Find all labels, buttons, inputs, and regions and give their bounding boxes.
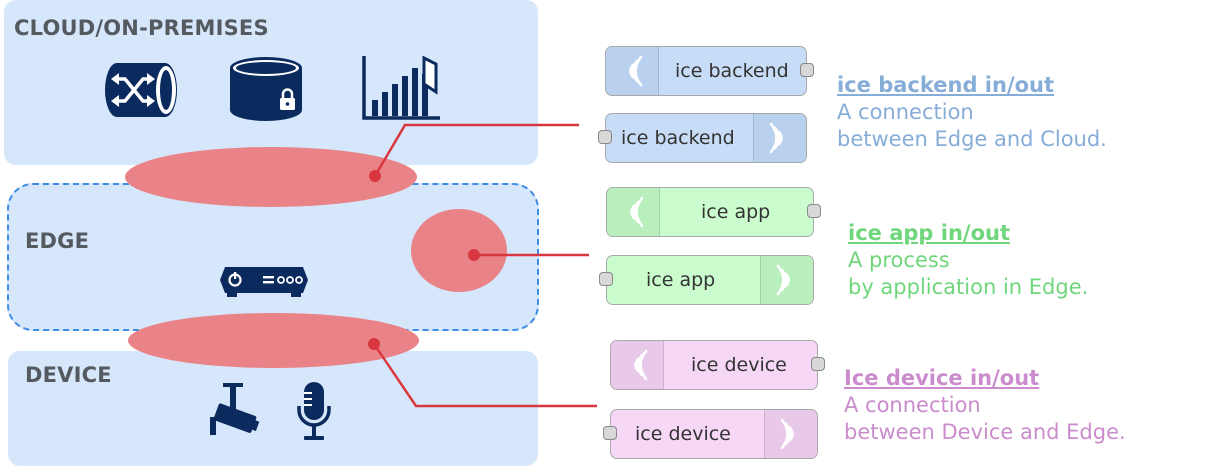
edge-app-highlight: [411, 209, 507, 292]
app-description-heading: ice app in/out: [848, 221, 1010, 245]
input-port[interactable]: [603, 426, 617, 440]
output-port[interactable]: [807, 204, 821, 218]
ice-backend-in-node[interactable]: ice backend: [605, 46, 814, 96]
edge-gateway-icon: [220, 267, 308, 297]
wireless-signal-icon: [629, 55, 643, 87]
input-port[interactable]: [599, 272, 613, 286]
wireless-signal-icon: [634, 349, 648, 381]
backend-description-line1: A connection: [837, 100, 974, 124]
device-description-line1: A connection: [844, 393, 981, 417]
ice-device-out-node[interactable]: ice device: [603, 409, 818, 459]
device-layer: [8, 351, 538, 466]
ice-backend-out-label: ice backend: [621, 127, 735, 149]
ice-app-out-node[interactable]: ice app: [599, 255, 814, 305]
output-port[interactable]: [811, 357, 825, 371]
input-port[interactable]: [598, 130, 612, 144]
wireless-signal-icon: [780, 418, 794, 450]
microphone-icon: [297, 382, 331, 440]
cloud-layer-title: CLOUD/ON-PREMISES: [14, 16, 269, 40]
analytics-chart-icon: [362, 55, 440, 120]
ice-app-in-node[interactable]: ice app: [606, 187, 821, 237]
wireless-signal-icon: [630, 196, 644, 228]
backend-description-heading: ice backend in/out: [837, 73, 1055, 97]
device-description-heading: Ice device in/out: [844, 366, 1040, 390]
app-description-line2: by application in Edge.: [848, 275, 1089, 299]
secure-database-icon: [230, 57, 302, 121]
ice-device-in-node[interactable]: ice device: [610, 340, 825, 390]
connector-dot-cloud: [369, 170, 381, 182]
app-description-line1: A process: [848, 248, 950, 272]
ice-device-in-label: ice device: [691, 354, 787, 376]
cloud-edge-highlight: [125, 147, 417, 207]
ice-backend-out-node[interactable]: ice backend: [598, 113, 807, 163]
ice-app-in-label: ice app: [701, 201, 771, 223]
device-description-line2: between Device and Edge.: [844, 420, 1126, 444]
backend-description: ice backend in/out A connection between …: [837, 72, 1107, 153]
output-port[interactable]: [800, 63, 814, 77]
security-camera-icon: [210, 383, 260, 435]
ice-backend-in-label: ice backend: [675, 60, 789, 82]
ice-device-out-label: ice device: [635, 423, 731, 445]
wireless-signal-icon: [776, 264, 790, 296]
connector-dot-device: [368, 338, 380, 350]
ice-app-out-label: ice app: [646, 269, 716, 291]
backend-description-line2: between Edge and Cloud.: [837, 127, 1107, 151]
edge-layer-title: EDGE: [25, 229, 90, 253]
device-layer-title: DEVICE: [25, 363, 112, 387]
connector-dot-app: [468, 249, 480, 261]
app-description: ice app in/out A process by application …: [848, 220, 1088, 301]
network-switch-icon: [105, 63, 177, 117]
device-description: Ice device in/out A connection between D…: [844, 365, 1126, 446]
wireless-signal-icon: [769, 122, 783, 154]
